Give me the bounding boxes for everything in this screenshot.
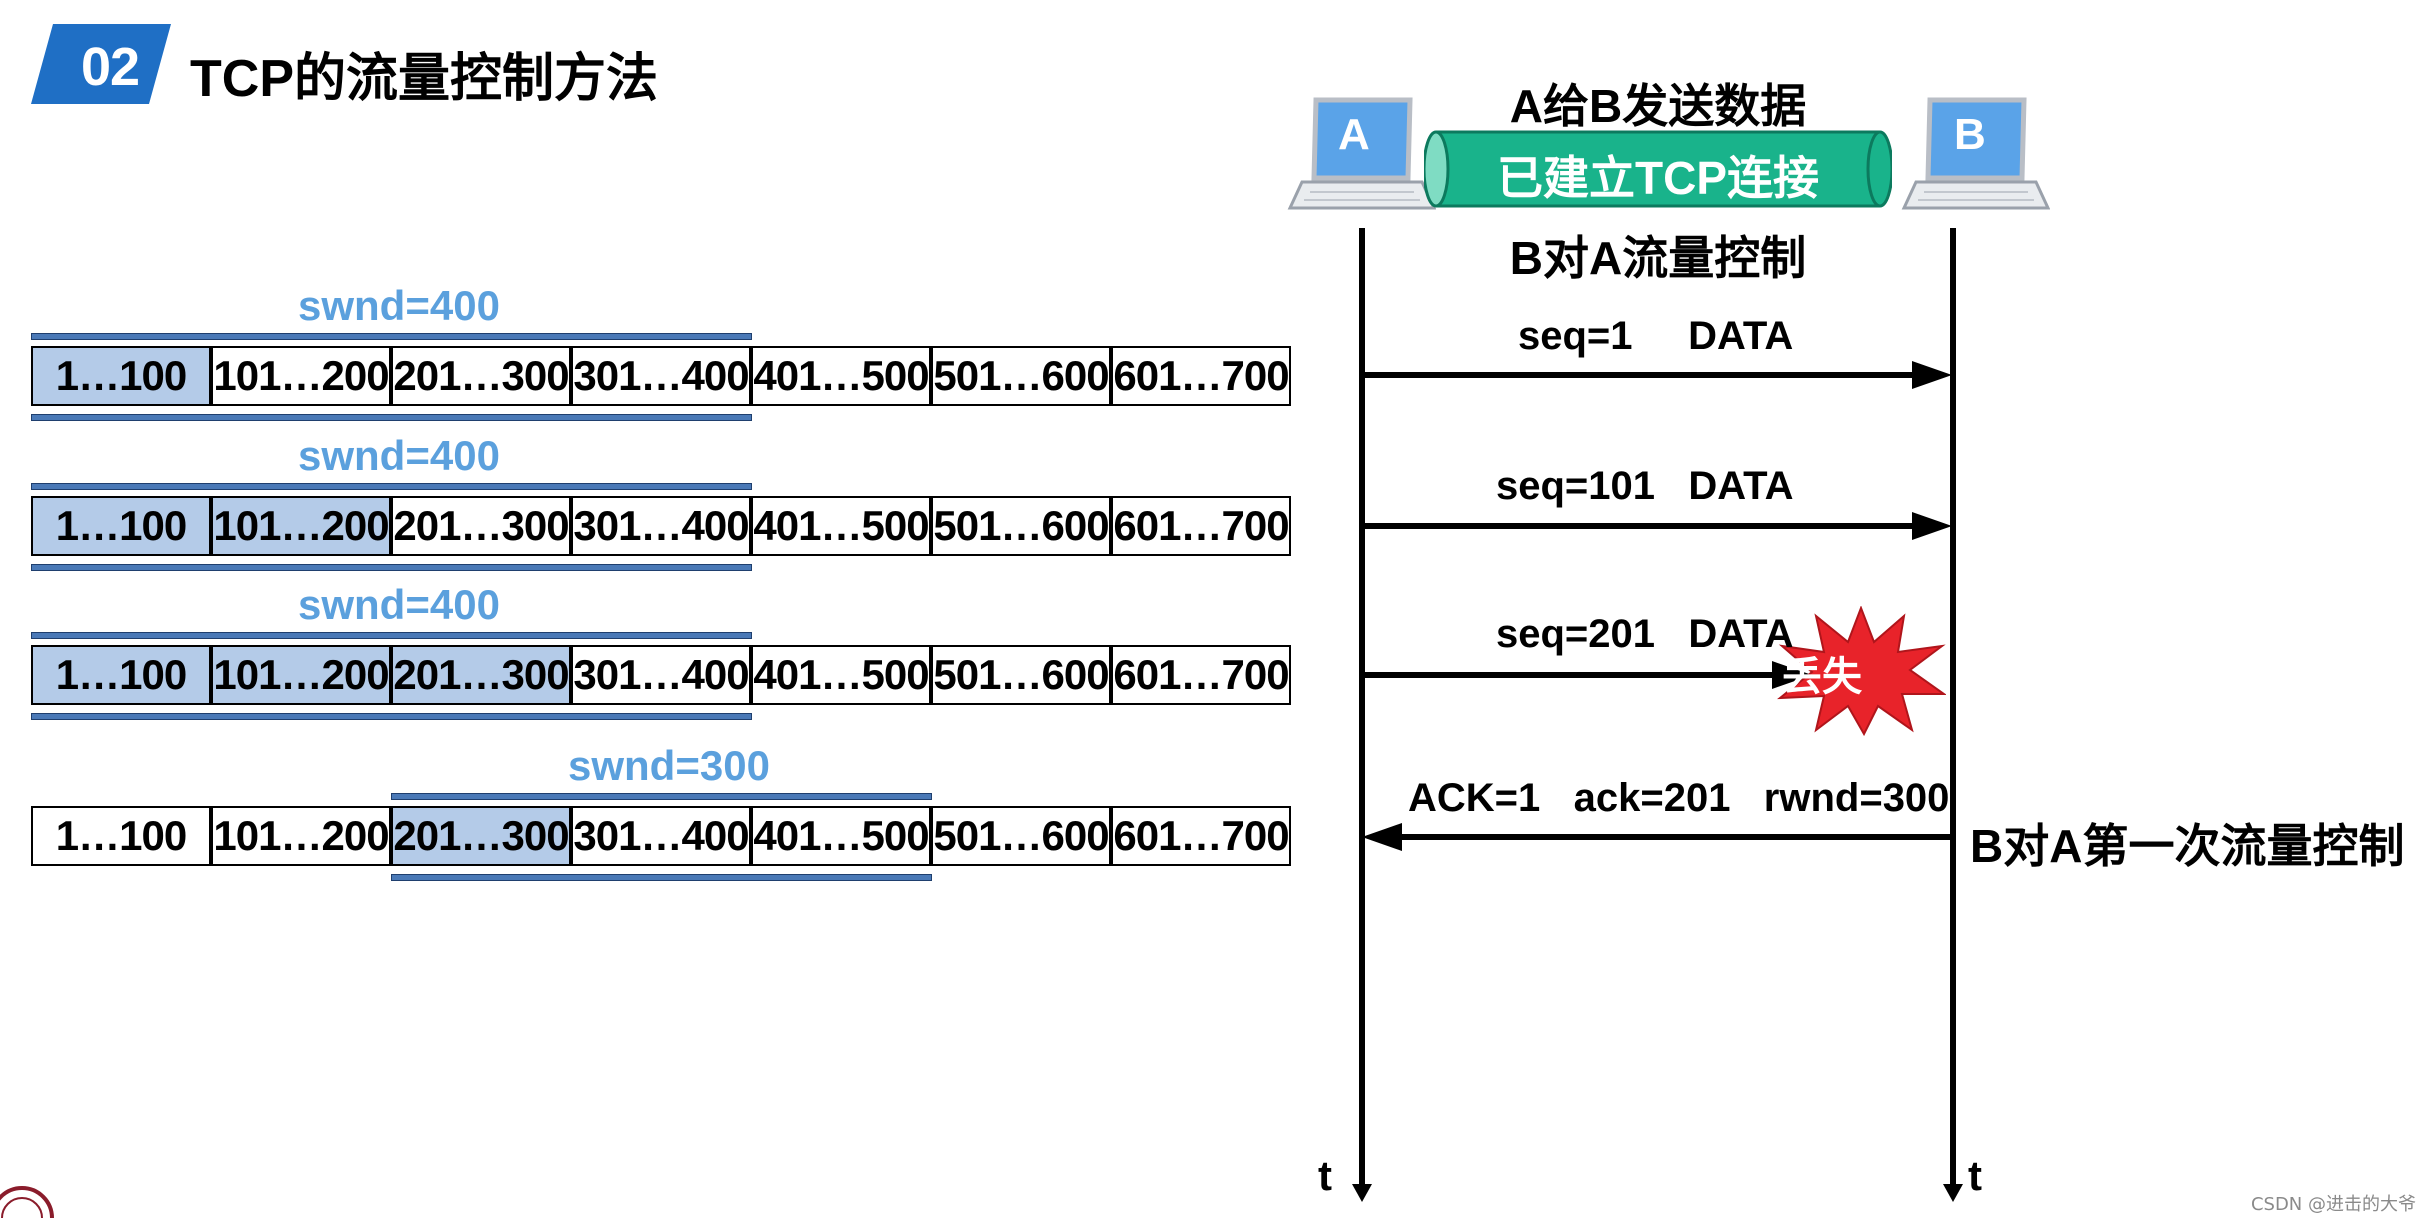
byte-range-cell: 601…700 <box>1111 806 1291 866</box>
host-a-laptop-icon: A <box>1286 96 1437 221</box>
connection-top-caption: A给B发送数据 <box>1509 80 1807 132</box>
watermark: CSDN @进击的大爷 <box>2250 1194 2416 1215</box>
send-window-bottom-bar <box>31 713 752 720</box>
host-a-label: A <box>1338 110 1370 159</box>
byte-range-cell: 101…200 <box>211 496 391 556</box>
swnd-label: swnd=300 <box>568 742 770 789</box>
section-number-badge: 02 <box>31 24 171 104</box>
flow-control-label: B对A第一次流量控制 <box>1970 820 2405 872</box>
byte-range-cell: 201…300 <box>391 806 571 866</box>
message-label: seq=1 DATA <box>1518 314 1794 358</box>
connection-bottom-caption: B对A流量控制 <box>1509 232 1807 284</box>
byte-range-cell: 201…300 <box>391 346 571 406</box>
byte-range-cell: 101…200 <box>211 346 391 406</box>
publisher-logo-seal <box>0 1186 54 1218</box>
byte-range-cell: 301…400 <box>571 645 751 705</box>
byte-range-cell: 201…300 <box>391 496 571 556</box>
send-window-bottom-bar <box>31 414 752 421</box>
message-label: ACK=1 ack=201 rwnd=300 <box>1408 776 1950 820</box>
swnd-label: swnd=400 <box>298 282 500 329</box>
host-a-time-arrowhead <box>1352 1184 1372 1202</box>
byte-range-cell: 1…100 <box>31 806 211 866</box>
send-window-top-bar <box>31 632 752 639</box>
send-window-top-bar <box>31 333 752 340</box>
byte-range-cell: 501…600 <box>931 496 1111 556</box>
byte-range-cell: 301…400 <box>571 346 751 406</box>
swnd-label: swnd=400 <box>298 581 500 628</box>
host-b-timeline <box>1950 228 1956 1190</box>
byte-range-cell: 501…600 <box>931 346 1111 406</box>
host-b-laptop-icon: B <box>1900 96 2051 221</box>
packet-lost-label: 丢失 <box>1782 654 1862 700</box>
host-b-label: B <box>1954 110 1986 159</box>
byte-range-cell: 601…700 <box>1111 496 1291 556</box>
byte-range-cell: 1…100 <box>31 645 211 705</box>
byte-range-cell: 1…100 <box>31 496 211 556</box>
page-title: TCP的流量控制方法 <box>190 50 659 108</box>
tcp-connection-label: 已建立TCP连接 <box>1497 152 1819 204</box>
byte-range-cell: 101…200 <box>211 645 391 705</box>
host-a-time-label: t <box>1318 1152 1332 1199</box>
host-a-timeline <box>1359 228 1365 1190</box>
message-label: seq=101 DATA <box>1496 464 1794 508</box>
byte-range-cell: 501…600 <box>931 645 1111 705</box>
send-window-bottom-bar <box>31 564 752 571</box>
byte-range-cell: 601…700 <box>1111 346 1291 406</box>
byte-range-cell: 501…600 <box>931 806 1111 866</box>
byte-window-strip: 1…100 101…200 201…300 301…400 401…500 50… <box>31 806 1291 866</box>
byte-window-strip: 1…100 101…200 201…300 301…400 401…500 50… <box>31 346 1291 406</box>
packet-lost-burst-icon <box>1777 606 1946 736</box>
byte-range-cell: 401…500 <box>751 496 931 556</box>
byte-range-cell: 1…100 <box>31 346 211 406</box>
byte-range-cell: 401…500 <box>751 806 931 866</box>
byte-range-cell: 401…500 <box>751 645 931 705</box>
tcp-connection-pipe <box>1424 130 1892 208</box>
send-window-top-bar <box>31 483 752 490</box>
message-label: seq=201 DATA <box>1496 612 1794 656</box>
byte-window-strip: 1…100 101…200 201…300 301…400 401…500 50… <box>31 496 1291 556</box>
byte-range-cell: 301…400 <box>571 496 751 556</box>
host-b-time-arrowhead <box>1943 1184 1963 1202</box>
byte-range-cell: 401…500 <box>751 346 931 406</box>
send-window-top-bar <box>391 793 932 800</box>
byte-range-cell: 301…400 <box>571 806 751 866</box>
byte-window-strip: 1…100 101…200 201…300 301…400 401…500 50… <box>31 645 1291 705</box>
section-number: 02 <box>80 37 140 97</box>
byte-range-cell: 601…700 <box>1111 645 1291 705</box>
swnd-label: swnd=400 <box>298 432 500 479</box>
send-window-bottom-bar <box>391 874 932 881</box>
byte-range-cell: 101…200 <box>211 806 391 866</box>
byte-range-cell: 201…300 <box>391 645 571 705</box>
host-b-time-label: t <box>1968 1152 1982 1199</box>
